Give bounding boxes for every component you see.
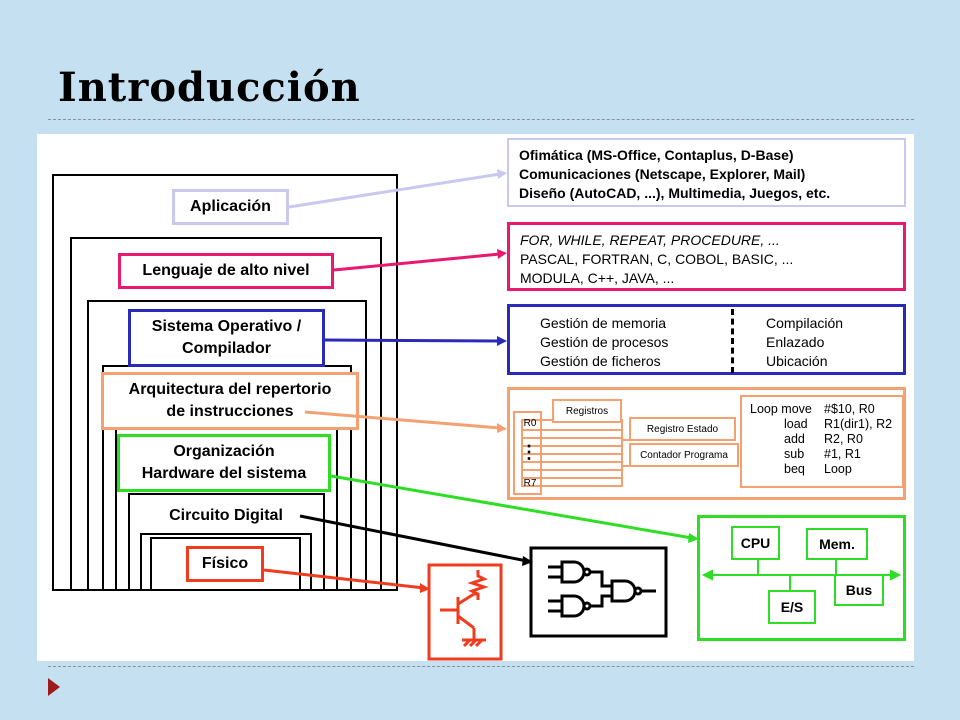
es-block: E/S [768, 590, 816, 624]
contador-programa-label: Contador Programa [632, 446, 736, 464]
layer-lenguaje: Lenguaje de alto nivel [118, 253, 334, 289]
so-divider [731, 309, 734, 373]
frame-inner [150, 537, 301, 591]
mem-block: Mem. [806, 528, 868, 560]
layer-sistema-operativo: Sistema Operativo /Compilador [128, 309, 325, 367]
r7-label: R7 [523, 477, 537, 489]
detail-lenguaje: FOR, WHILE, REPEAT, PROCEDURE, ...PASCAL… [507, 222, 906, 291]
register-dots: ⋮ [520, 441, 538, 462]
detail-aplicacion: Ofimática (MS-Office, Contaplus, D-Base)… [507, 138, 906, 207]
cpu-block: CPU [731, 526, 780, 560]
layer-circuito: Circuito Digital [152, 500, 300, 532]
bus-block: Bus [834, 574, 884, 606]
bottom-divider [48, 666, 914, 667]
registros-label: Registros [555, 402, 619, 420]
registro-estado-label: Registro Estado [632, 420, 733, 438]
page-title: Introducción [58, 64, 361, 111]
layer-fisico: Físico [186, 546, 264, 582]
layer-aplicacion: Aplicación [172, 189, 289, 225]
r0-label: R0 [523, 417, 537, 429]
top-divider [48, 119, 914, 120]
